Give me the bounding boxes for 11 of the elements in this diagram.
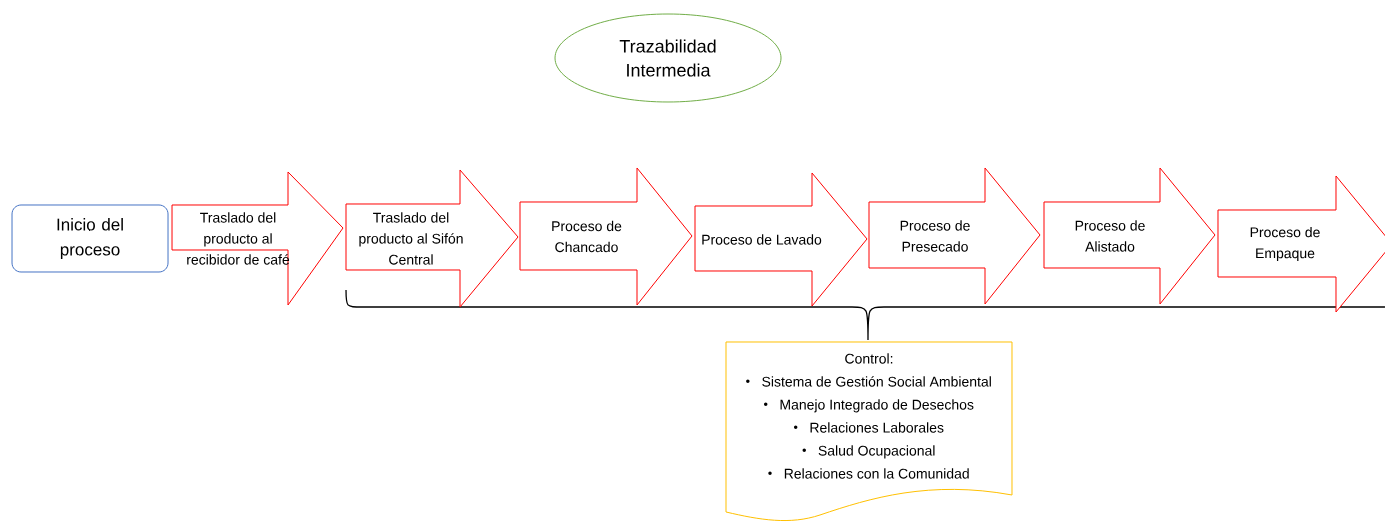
process-step: Traslado del producto al Sifón Central <box>345 169 519 308</box>
process-step: Proceso de Chancado <box>519 167 693 306</box>
process-step: Proceso de Alistado <box>1043 167 1216 305</box>
process-step: Proceso de Empaque <box>1217 175 1385 313</box>
node-label: Proceso de Empaque <box>1250 226 1320 262</box>
oval-box: Trazabilidad Intermedia <box>554 13 782 103</box>
process-step: Proceso de Lavado <box>694 172 868 307</box>
start-box: Inicio del proceso <box>11 204 169 273</box>
document-box: Control: Sistema de Gestión Social Ambiental Manejo Integrado de Desechos Relaciones Laborales Salud Ocupacional Relaciones con la Comunidad <box>725 341 1013 522</box>
process-step: Traslado del producto al recibidor de café <box>171 171 344 306</box>
process-step: Proceso de Presecado <box>868 167 1041 305</box>
